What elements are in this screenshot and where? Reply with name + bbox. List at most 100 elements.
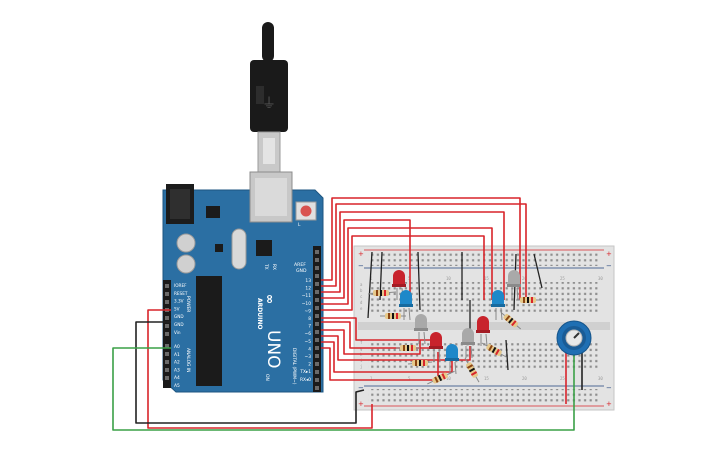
capacitor: [176, 233, 196, 253]
power-pin-label: 5V: [174, 306, 180, 311]
breadboard-column-number: 30: [598, 376, 603, 381]
wire-gnd[interactable]: [135, 321, 365, 424]
breadboard-column-number: 10: [446, 276, 451, 281]
analog-pin-label: A5: [174, 383, 180, 389]
resistor: [407, 360, 433, 366]
arduino-uno-board: AREF GND 1312~11~10~987~6~54~32TX▸1RX◂0 …: [162, 171, 324, 393]
wire-pin8[interactable]: [321, 235, 485, 311]
breadboard-column-number: 25: [560, 276, 565, 281]
digital-pin-label: 13: [305, 278, 311, 284]
breadboard-row-letter: c: [360, 294, 363, 299]
uno-label: UNO: [263, 330, 283, 369]
analog-in-label: ANALOG IN: [185, 348, 191, 372]
analog-pin-label: A3: [174, 367, 180, 373]
led-white: [461, 328, 475, 359]
rail-minus-sign: −: [606, 262, 612, 270]
wire-a0[interactable]: [112, 347, 575, 431]
wire-pin12[interactable]: [321, 203, 527, 300]
breadboard-column-number: 20: [522, 376, 527, 381]
on-label: ON: [264, 374, 270, 381]
wire-pin3[interactable]: [321, 347, 439, 381]
resistor: [367, 290, 397, 296]
capacitor: [176, 254, 196, 274]
power-pin-label: IOREF: [174, 283, 187, 288]
rail-plus-sign: +: [606, 250, 612, 258]
digital-pin-label: ~3: [305, 354, 312, 360]
breadboard-column-number: 15: [484, 276, 489, 281]
breadboard-column-number: 15: [484, 376, 489, 381]
digital-pin-label: ~5: [305, 339, 312, 345]
digital-header-label: DIGITAL (PWM~): [291, 348, 297, 385]
digital-pin-label: ~6: [305, 331, 312, 337]
power-pin-label: GND: [174, 322, 184, 327]
led-white: [507, 270, 521, 301]
breadboard-row-letter: e: [360, 306, 363, 311]
wire-pin2[interactable]: [321, 317, 440, 341]
resistor: [500, 311, 522, 330]
led-white: [414, 314, 428, 345]
digital-header: [313, 246, 321, 392]
wire-pin10[interactable]: [321, 219, 411, 299]
usb-icon: ⏚: [262, 96, 276, 112]
resistor: [516, 297, 542, 303]
power-pin-label: Vin: [174, 330, 181, 335]
wire-5v[interactable]: [147, 309, 373, 429]
wire-pin6[interactable]: [321, 329, 421, 355]
breadboard-row-letter: j: [360, 364, 362, 369]
arduino-logo: ∞: [263, 294, 277, 304]
digital-pin-label: 8: [308, 316, 311, 322]
l-label: L: [298, 222, 301, 228]
wire-pin4[interactable]: [321, 341, 453, 373]
breadboard-row-letter: a: [360, 282, 363, 287]
analog-pin-label: A0: [174, 344, 180, 350]
wire-pin5[interactable]: [321, 335, 471, 361]
resistor: [380, 313, 406, 319]
usb-cable: ⏚: [250, 22, 288, 173]
analog-pin-label: A4: [174, 375, 180, 381]
led-red: [476, 316, 490, 347]
resistor: [396, 345, 420, 351]
leds: [392, 270, 521, 375]
digital-pin-label: TX▸1: [299, 369, 311, 375]
wire-pin7[interactable]: [321, 321, 432, 349]
aref-label: AREF: [294, 262, 306, 268]
analog-pin-label: A2: [174, 360, 180, 366]
digital-pin-label: ~11: [302, 293, 311, 299]
power-pin-label: 3.3V: [174, 299, 184, 304]
digital-pin-label: 2: [308, 362, 311, 368]
rail-plus-sign: +: [606, 400, 612, 408]
breadboard-column-number: 30: [598, 276, 603, 281]
breadboard-row-letter: b: [360, 288, 363, 293]
led-blue: [445, 344, 459, 375]
tx-label: TX: [263, 263, 269, 270]
crystal: [231, 228, 247, 270]
wire-pin11[interactable]: [321, 211, 505, 300]
led-blue: [399, 290, 413, 321]
rail-plus-sign: +: [358, 400, 364, 408]
breadboard-row-letter: d: [360, 300, 363, 305]
potentiometer-knob[interactable]: [573, 332, 580, 339]
resistors: [367, 290, 542, 385]
breadboard-row-letter: f: [360, 340, 363, 345]
potentiometer[interactable]: [556, 320, 592, 356]
power-label: POWER: [185, 296, 191, 312]
power-pin-label: GND: [174, 314, 184, 319]
rail-minus-sign: −: [358, 384, 364, 392]
wire-pin13[interactable]: [321, 197, 521, 300]
breadboard-column-number: 20: [522, 276, 527, 281]
rail-minus-sign: −: [358, 262, 364, 270]
rx-label: RX: [271, 264, 277, 270]
bottom-power-rail: [368, 389, 600, 403]
led-red: [429, 332, 443, 363]
breadboard-column-number: 5: [408, 376, 411, 381]
resistor: [481, 342, 507, 358]
arduino-name: ARDUINO: [256, 298, 263, 329]
rail-minus-sign: −: [606, 384, 612, 392]
digital-pin-label: 12: [305, 286, 311, 292]
digital-pin-label: ~9: [305, 308, 312, 314]
led-blue: [491, 290, 505, 321]
wire-pin9[interactable]: [321, 227, 493, 305]
analog-pin-label: A1: [174, 352, 180, 358]
breadboard-column-number: 1: [370, 376, 373, 381]
rail-plus-sign: +: [358, 250, 364, 258]
